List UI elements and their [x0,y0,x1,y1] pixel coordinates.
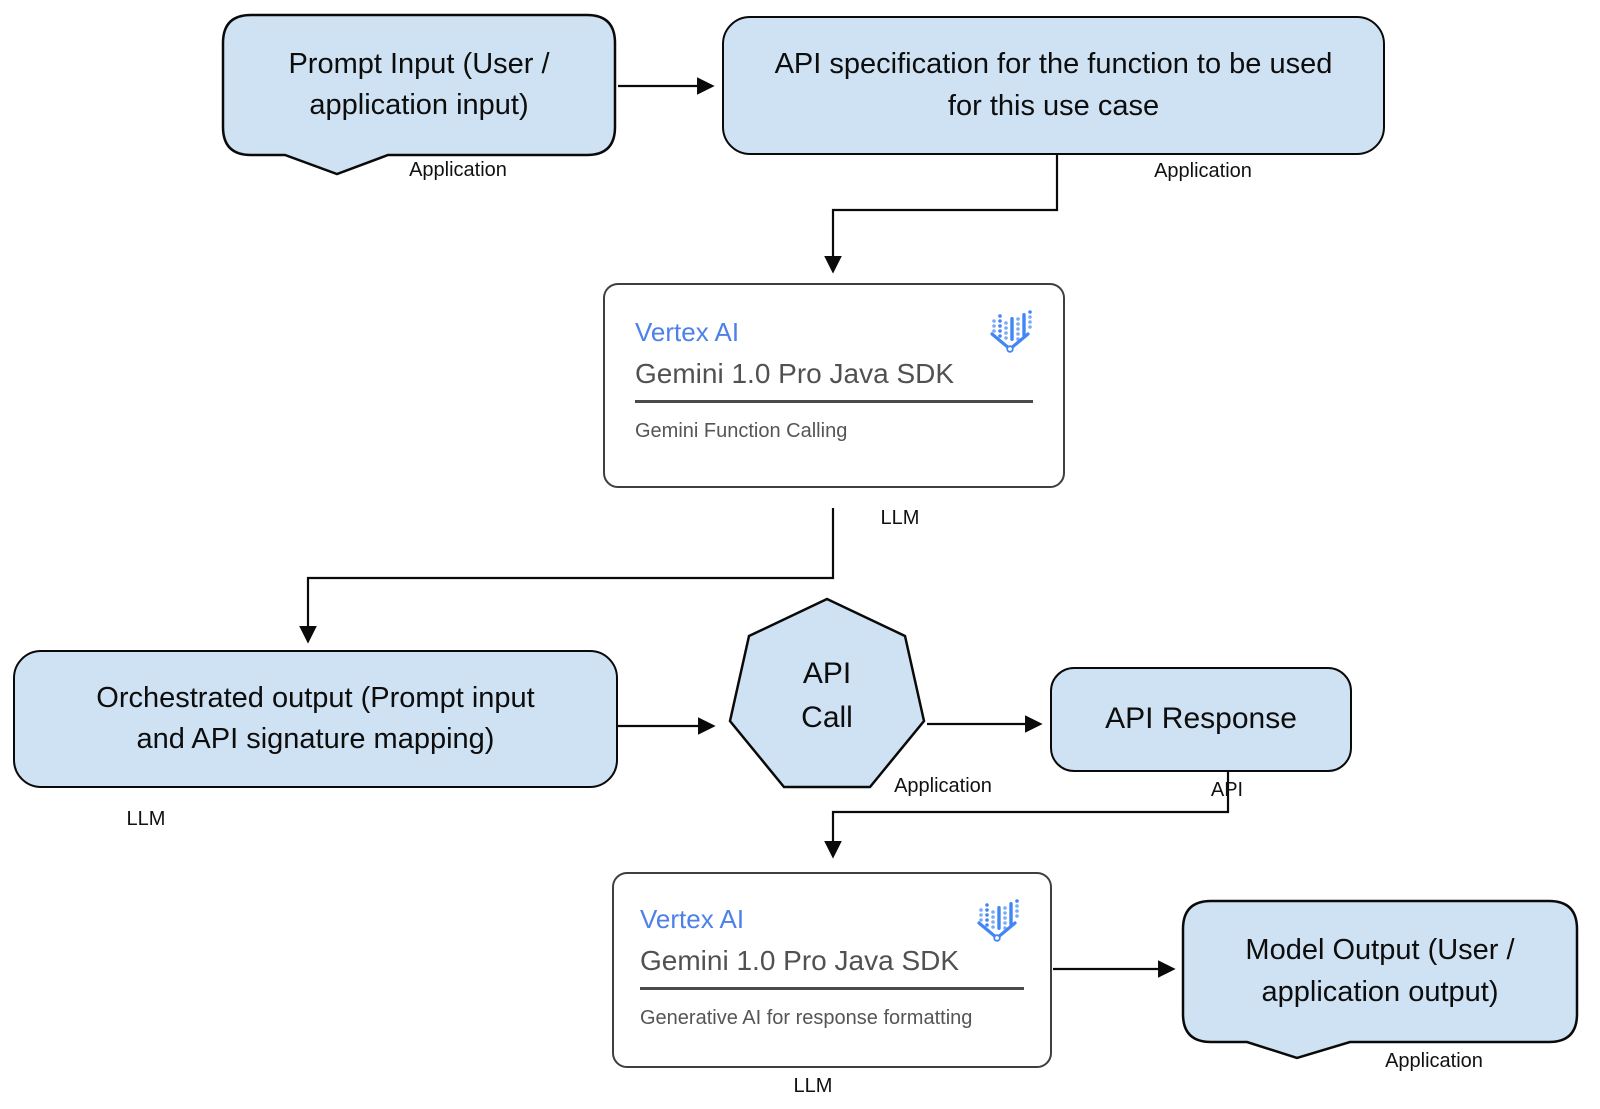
node-shape-api-call [728,597,926,789]
tag-orchestrated-output: LLM [126,808,166,830]
node-prompt-input: Prompt Input (User / application input) [223,15,615,155]
tag-api-response: API [1210,779,1244,801]
tag-gemini-response-formatting: LLM [793,1075,833,1097]
sdk-subtitle: Gemini 1.0 Pro Java SDK [635,358,955,389]
node-api-response: API Response [1050,667,1352,772]
vertex-ai-icon [977,899,1019,942]
card-caption: Generative AI for response formatting [640,1007,973,1029]
edge-api-response-to-gemini-response-formatting [824,772,1230,859]
card-divider [635,400,1033,403]
node-label: API Response [1105,702,1297,736]
node-label: Model Output (User / application output) [1245,934,1515,1008]
node-api-spec: API specification for the function to be… [722,16,1385,155]
node-label: API specification for the function to be… [774,48,1333,122]
tag-gemini-function-calling: LLM [880,507,920,529]
vertex-ai-icon [990,310,1032,353]
node-model-output: Model Output (User / application output) [1183,901,1577,1042]
node-label: API Call [801,657,853,734]
node-label: Orchestrated output (Prompt input and AP… [96,681,535,755]
edge-gemini-function-calling-to-orchestrated-output [299,508,835,644]
node-gemini-response-formatting-card: Vertex AI Gemini 1.0 Pro Java SDK Genera… [612,872,1052,1068]
node-shape-prompt-input [221,13,617,176]
tag-prompt-input: Application [409,159,507,181]
sdk-subtitle: Gemini 1.0 Pro Java SDK [640,945,960,976]
tag-model-output: Application [1385,1050,1483,1072]
vertex-ai-title: Vertex AI [635,317,740,347]
card-divider [640,987,1024,990]
node-gemini-function-calling-card: Vertex AI Gemini 1.0 Pro Java SDK Gemini… [603,283,1065,488]
vertex-ai-title: Vertex AI [640,904,745,934]
node-api-call: API Call [777,638,877,753]
tag-api-spec: Application [1154,160,1252,182]
node-orchestrated-output: Orchestrated output (Prompt input and AP… [13,650,618,788]
edge-api-spec-to-gemini-function-calling [824,155,1059,274]
node-label: Prompt Input (User / application input) [288,47,550,121]
node-shape-model-output [1181,899,1579,1060]
tag-api-call: Application [894,775,992,797]
card-caption: Gemini Function Calling [635,420,848,442]
